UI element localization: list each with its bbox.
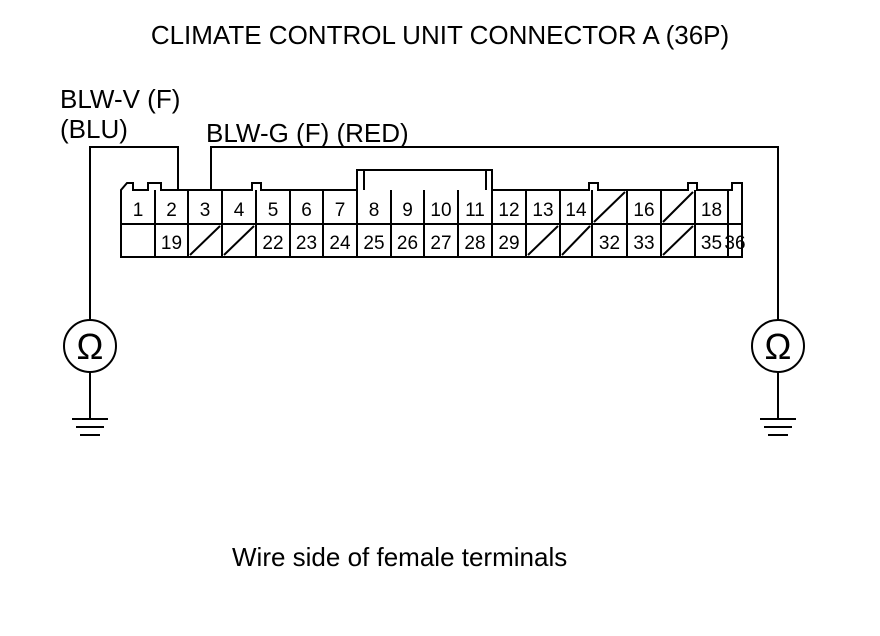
terminal-9: 9	[402, 200, 413, 221]
terminal-11: 11	[465, 200, 485, 221]
wire-label-blw-g: BLW-G (F) (RED)	[206, 118, 409, 148]
wire-blw-g	[210, 146, 779, 320]
terminal-36: 36	[724, 233, 745, 254]
terminal-32: 32	[599, 233, 620, 254]
diagram-title: CLIMATE CONTROL UNIT CONNECTOR A (36P)	[150, 20, 730, 50]
terminal-3: 3	[200, 200, 211, 221]
terminal-33: 33	[633, 233, 654, 254]
unused-terminal-slash	[662, 191, 694, 223]
terminal-13: 13	[532, 200, 553, 221]
unused-terminal-slash	[662, 225, 694, 256]
wire-blw-v	[89, 146, 179, 320]
terminal-4: 4	[234, 200, 245, 221]
terminal-29: 29	[498, 233, 519, 254]
terminal-23: 23	[296, 233, 317, 254]
wire-lines	[89, 146, 779, 320]
terminal-2: 2	[166, 200, 177, 221]
ground-icon	[72, 418, 108, 436]
ohmmeter-right: Ω	[751, 319, 805, 436]
terminal-25: 25	[363, 233, 384, 254]
diagram-caption: Wire side of female terminals	[232, 542, 568, 572]
terminal-5: 5	[268, 200, 279, 221]
unused-terminal-slash	[527, 225, 559, 256]
terminal-27: 27	[430, 233, 451, 254]
terminal-12: 12	[498, 200, 519, 221]
wire-color-blw-v: (BLU)	[60, 114, 128, 144]
terminal-26: 26	[397, 233, 418, 254]
terminal-24: 24	[329, 233, 351, 254]
unused-terminal-slash	[223, 225, 255, 256]
terminal-18: 18	[701, 200, 722, 221]
wire-label-blw-v: BLW-V (F)	[60, 84, 181, 114]
terminal-7: 7	[335, 200, 346, 221]
connector-outline	[120, 169, 743, 258]
ohm-symbol: Ω	[77, 326, 104, 367]
terminal-16: 16	[633, 200, 654, 221]
terminal-28: 28	[464, 233, 485, 254]
terminal-8: 8	[369, 200, 380, 221]
terminal-22: 22	[262, 233, 283, 254]
terminal-6: 6	[301, 200, 312, 221]
ohmmeter-left: Ω	[63, 319, 117, 436]
unused-terminal-slash	[593, 191, 626, 223]
unused-terminal-slash	[189, 225, 221, 256]
terminal-1: 1	[133, 200, 144, 221]
ohm-symbol: Ω	[765, 326, 792, 367]
unused-terminal-slash	[561, 225, 591, 256]
ground-icon	[760, 418, 796, 436]
terminal-19: 19	[161, 233, 182, 254]
terminal-35: 35	[701, 233, 722, 254]
terminal-14: 14	[565, 200, 587, 221]
terminal-10: 10	[430, 200, 451, 221]
connector-lock-tab	[363, 171, 487, 190]
